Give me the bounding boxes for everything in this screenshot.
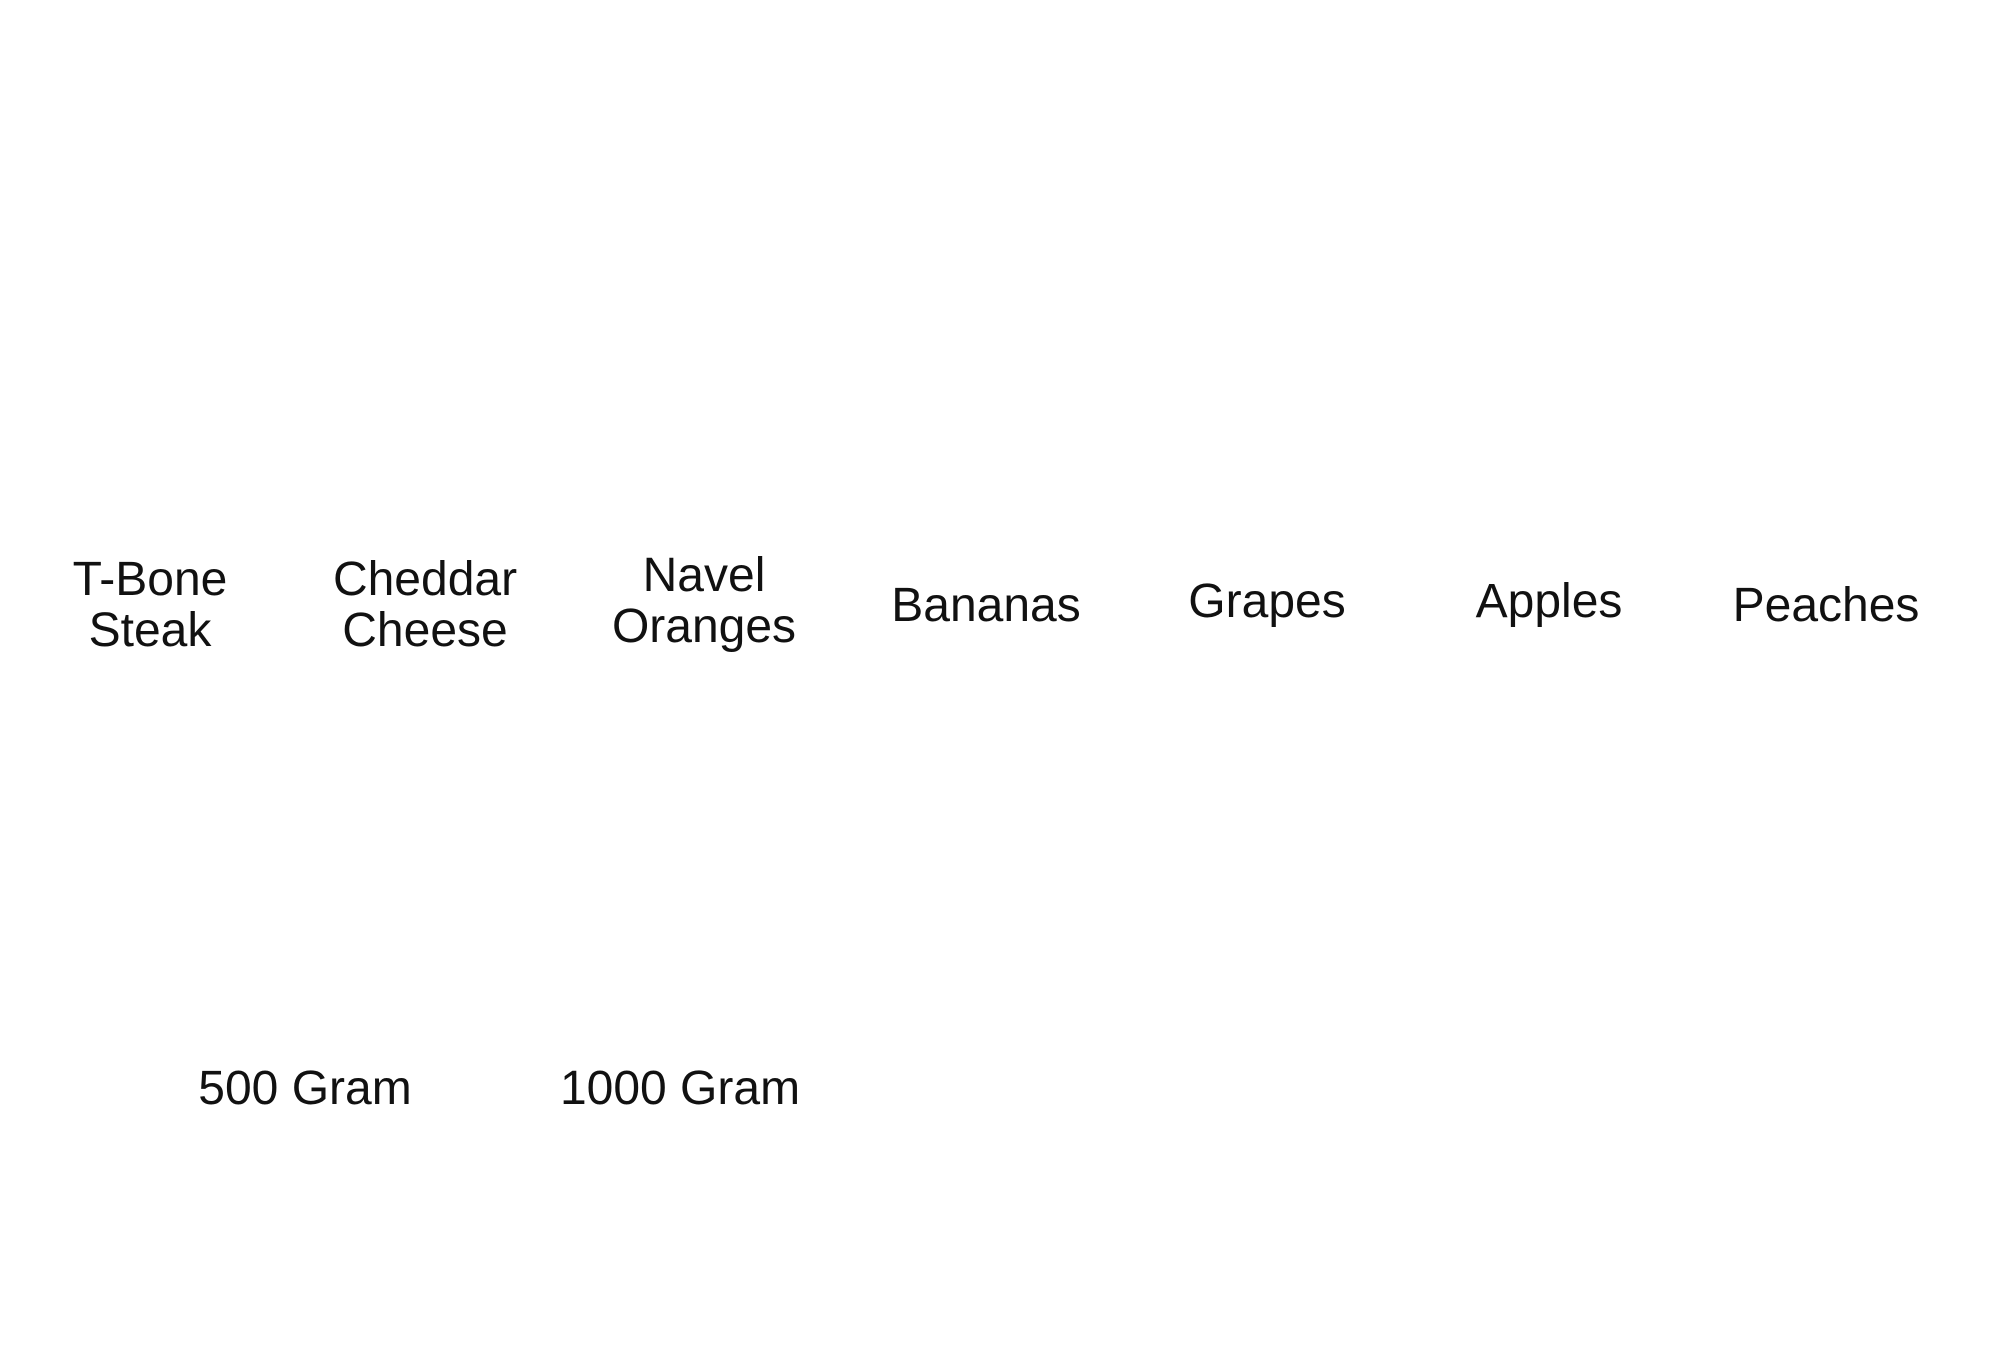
item-label-line: Grapes	[1188, 575, 1346, 628]
item-label-line: Steak	[88, 604, 212, 657]
weight-label-text: 500 Gram	[198, 1062, 412, 1115]
item-label-t-bone-steak: T-Bone Steak	[73, 554, 228, 656]
weight-label-1000: 1000 Gram	[560, 1063, 800, 1114]
item-label-cheddar-cheese: Cheddar Cheese	[333, 554, 517, 656]
item-label-grapes: Grapes	[1188, 576, 1345, 627]
item-label-line: Apples	[1475, 575, 1623, 628]
weight-label-text: 1000 Gram	[559, 1062, 801, 1115]
item-label-line: Oranges	[611, 600, 797, 653]
item-label-bananas: Bananas	[891, 580, 1081, 631]
item-label-line: Bananas	[891, 579, 1081, 632]
item-label-line: T-Bone	[72, 553, 228, 606]
item-label-line: Peaches	[1732, 579, 1920, 632]
item-label-apples: Apples	[1476, 576, 1623, 627]
item-label-navel-oranges: Navel Oranges	[612, 550, 796, 652]
item-label-line: Navel	[642, 549, 766, 602]
weight-label-500: 500 Gram	[198, 1063, 411, 1114]
item-label-line: Cheddar	[332, 553, 518, 606]
item-label-peaches: Peaches	[1733, 580, 1920, 631]
item-label-line: Cheese	[342, 604, 508, 657]
